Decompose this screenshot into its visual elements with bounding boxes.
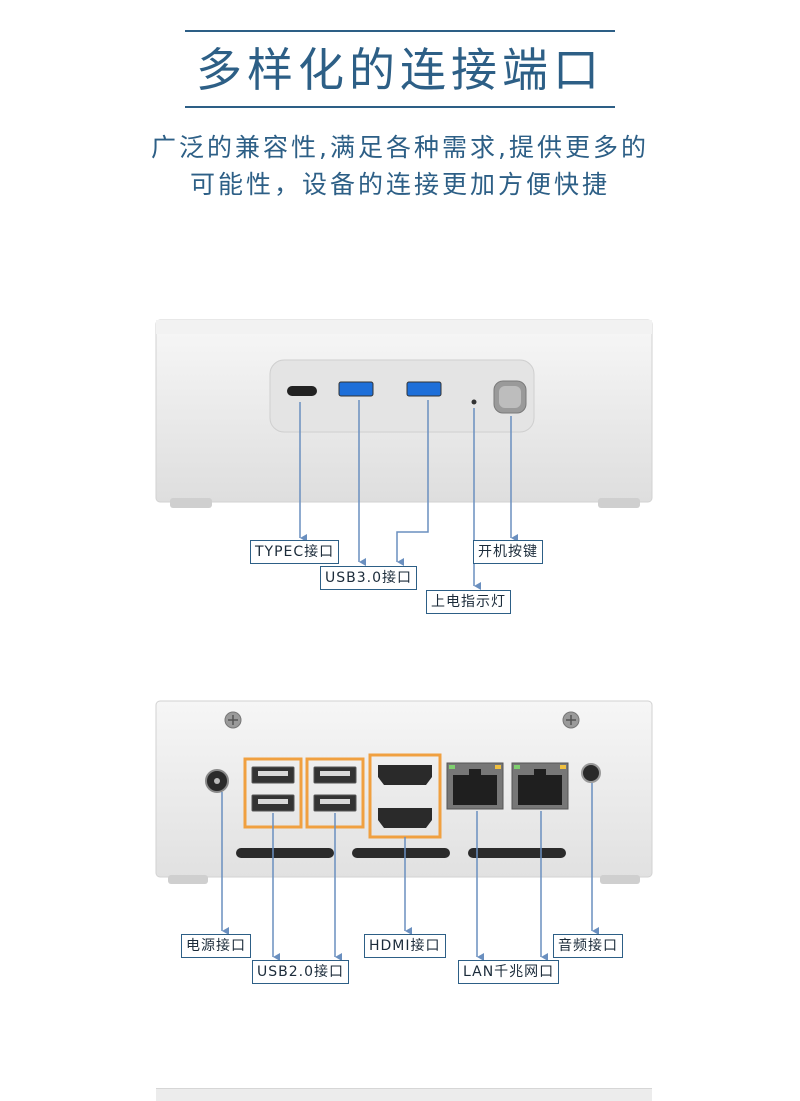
lan-port-label: LAN千兆网口 bbox=[458, 960, 560, 984]
usb20-port-label: USB2.0接口 bbox=[252, 960, 350, 984]
rear-panel-diagram: 电源接口 USB2.0接口 HDMI接口 LAN千兆网口 音频接口 bbox=[0, 695, 800, 995]
dc-power-label: 电源接口 bbox=[181, 934, 251, 958]
rear-panel-illustration bbox=[155, 700, 653, 961]
title-rule-bottom bbox=[185, 106, 615, 108]
page-title: 多样化的连接端口 bbox=[196, 43, 604, 97]
power-led-label: 上电指示灯 bbox=[426, 590, 511, 614]
audio-jack-label: 音频接口 bbox=[553, 934, 623, 958]
power-button-label: 开机按键 bbox=[473, 540, 543, 564]
hdmi-port-label: HDMI接口 bbox=[364, 934, 446, 958]
next-product-image-edge bbox=[156, 1088, 652, 1101]
front-panel-diagram: TYPEC接口 USB3.0接口 上电指示灯 开机按键 bbox=[0, 310, 800, 630]
front-panel-illustration bbox=[155, 319, 653, 590]
subtitle-line-2: 可能性，设备的连接更加方便快捷 bbox=[189, 170, 610, 199]
typec-port-label: TYPEC接口 bbox=[250, 540, 340, 564]
title-rule-top bbox=[185, 30, 615, 32]
subtitle-line-1: 广泛的兼容性,满足各种需求,提供更多的 bbox=[151, 133, 649, 162]
usb30-port-label: USB3.0接口 bbox=[320, 566, 418, 590]
